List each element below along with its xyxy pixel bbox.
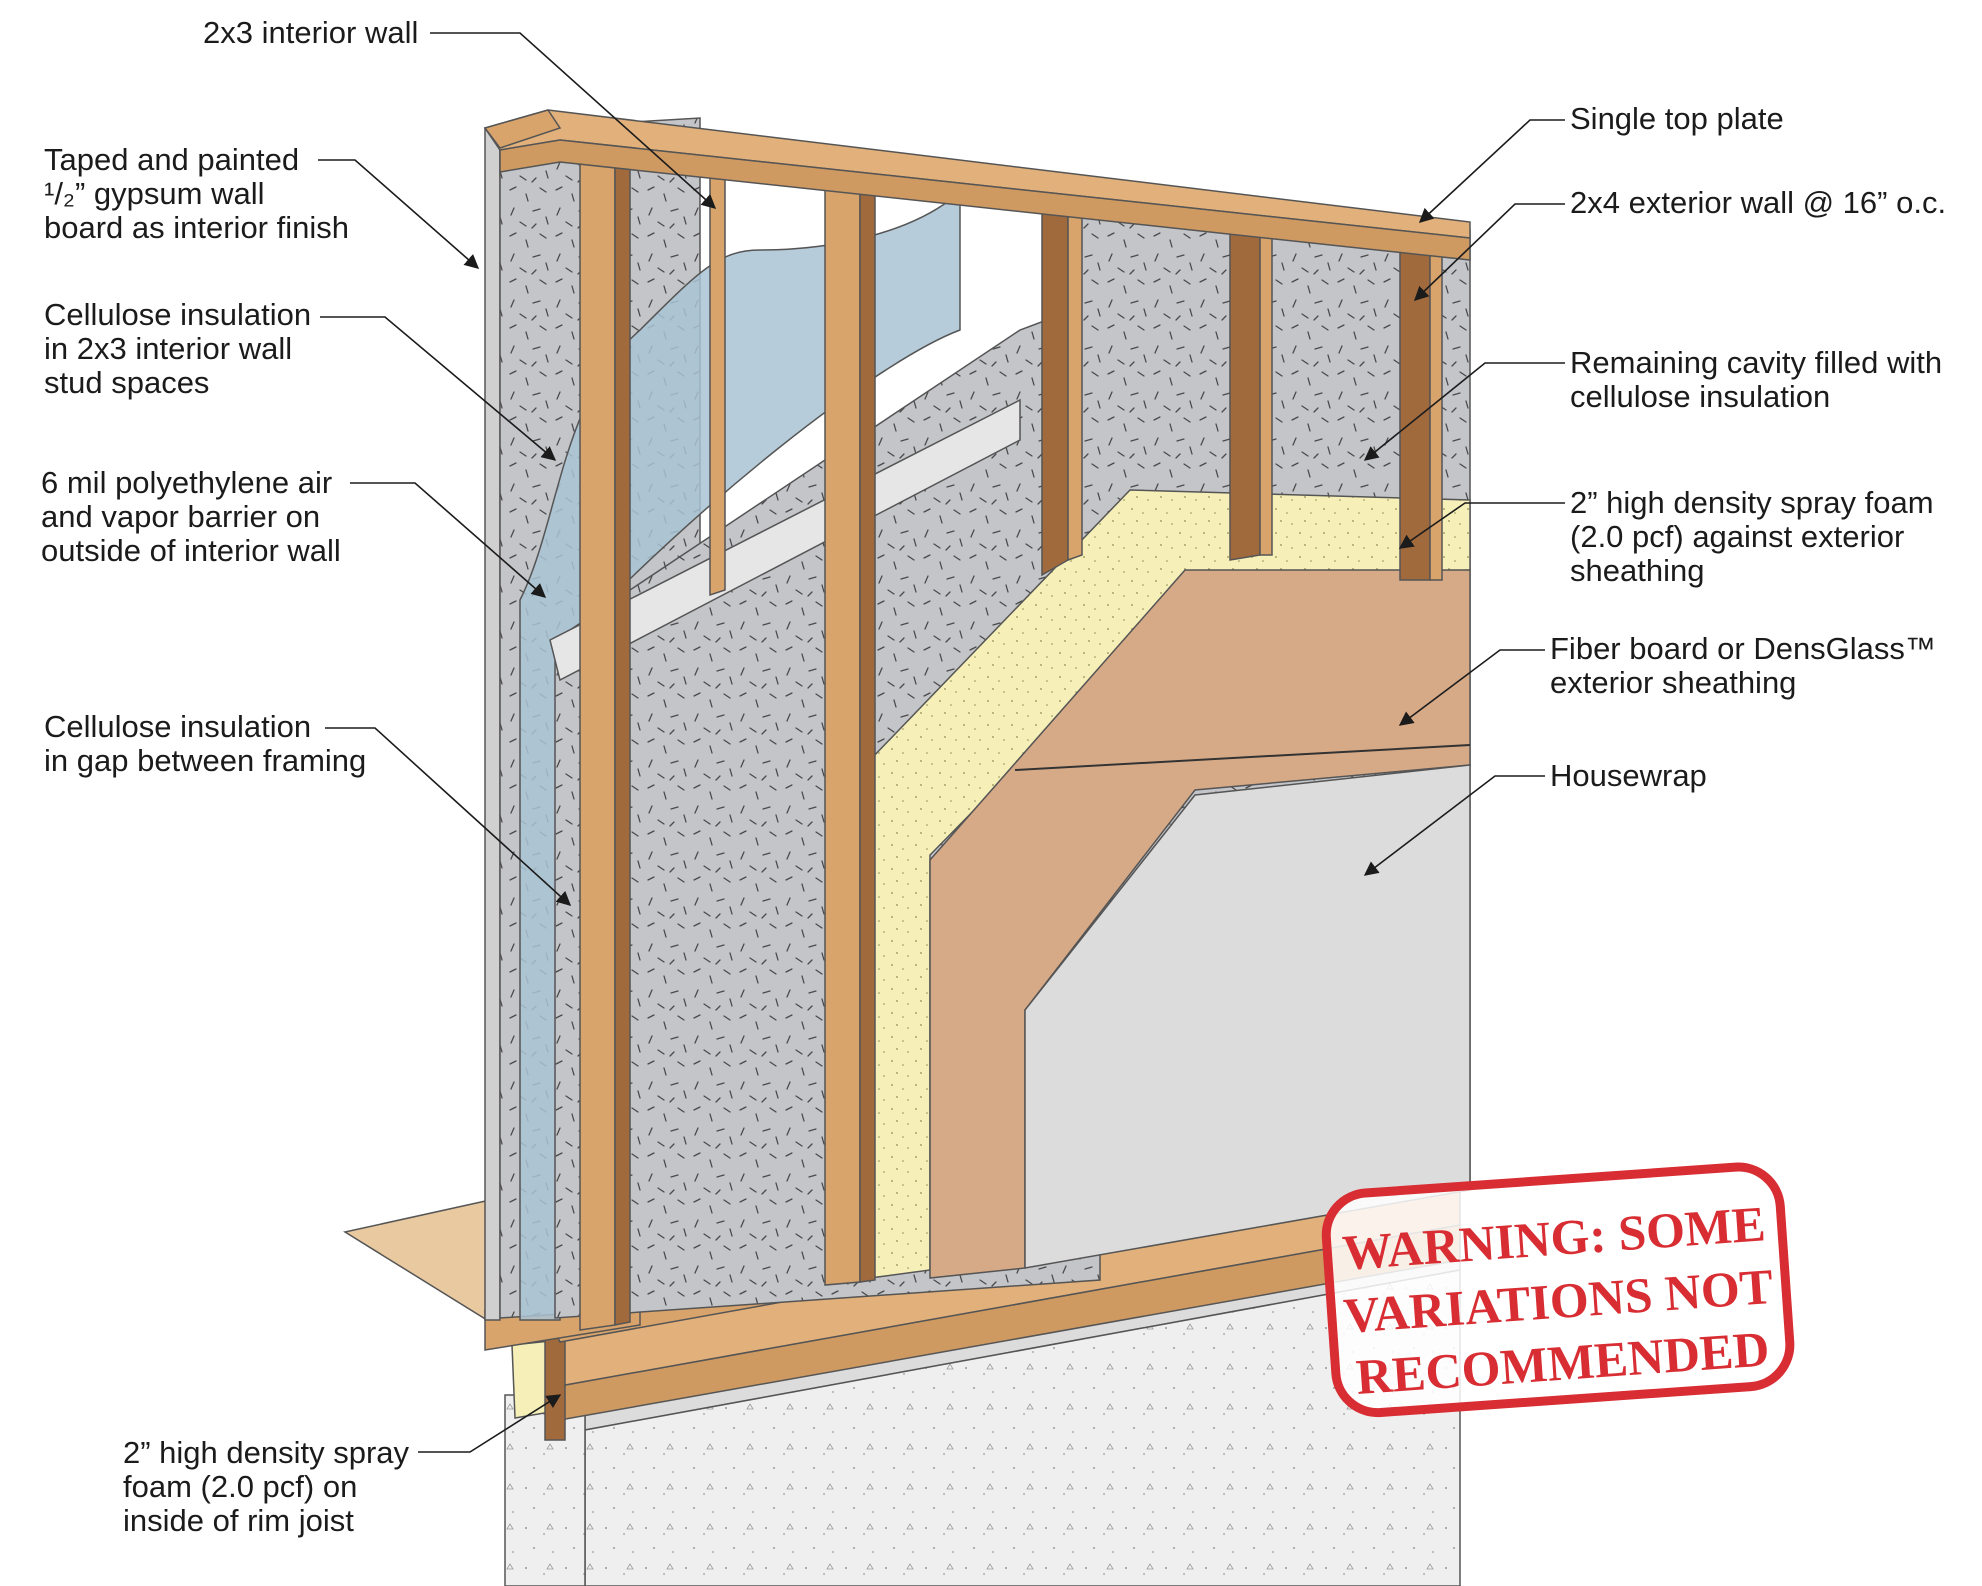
label-cellulose-gap: Cellulose insulation in gap between fram… <box>44 709 367 778</box>
top-plates <box>483 109 1471 261</box>
leader-housewrap <box>1363 775 1545 876</box>
label-rim-foam: 2” high density spray foam (2.0 pcf) on … <box>123 1435 410 1538</box>
leader-top-plate <box>1418 119 1565 223</box>
label-spray-foam-exterior: 2” high density spray foam (2.0 pcf) aga… <box>1570 485 1934 588</box>
leader-cellulose-interior <box>320 316 557 461</box>
label-housewrap: Housewrap <box>1550 758 1707 793</box>
label-remaining-cavity: Remaining cavity filled with cellulose i… <box>1570 345 1943 414</box>
label-cellulose-interior: Cellulose insulation in 2x3 interior wal… <box>44 297 312 400</box>
gypsum-wall-board <box>484 127 501 1321</box>
leader-cellulose-gap <box>325 727 572 906</box>
fiberboard-sheathing <box>929 569 1471 1279</box>
sheathing-joint-line <box>1014 744 1471 771</box>
label-gypsum-board: Taped and painted ¹/₂” gypsum wall board… <box>44 142 349 245</box>
leader-gypsum <box>318 159 480 269</box>
leader-spray-foam-ext <box>1398 502 1565 549</box>
label-exterior-wall: 2x4 exterior wall @ 16” o.c. <box>1570 185 1947 220</box>
leader-exterior-wall <box>1413 203 1565 301</box>
warning-stamp: WARNING: SOME VARIATIONS NOT RECOMMENDED <box>1321 1162 1795 1418</box>
housewrap <box>1024 764 1471 1269</box>
leader-remaining-cavity <box>1363 362 1565 461</box>
leader-lines <box>318 32 1565 1453</box>
leader-rim-foam <box>418 1394 562 1453</box>
label-poly-barrier: 6 mil polyethylene air and vapor barrier… <box>41 465 341 568</box>
label-top-plate: Single top plate <box>1570 101 1784 136</box>
label-interior-wall: 2x3 interior wall <box>203 15 419 50</box>
warning-stamp-border <box>1321 1162 1795 1418</box>
leader-poly <box>350 482 547 598</box>
label-sheathing: Fiber board or DensGlass™ exterior sheat… <box>1550 631 1936 700</box>
leader-sheathing <box>1398 649 1545 726</box>
leader-interior-wall <box>430 32 717 209</box>
